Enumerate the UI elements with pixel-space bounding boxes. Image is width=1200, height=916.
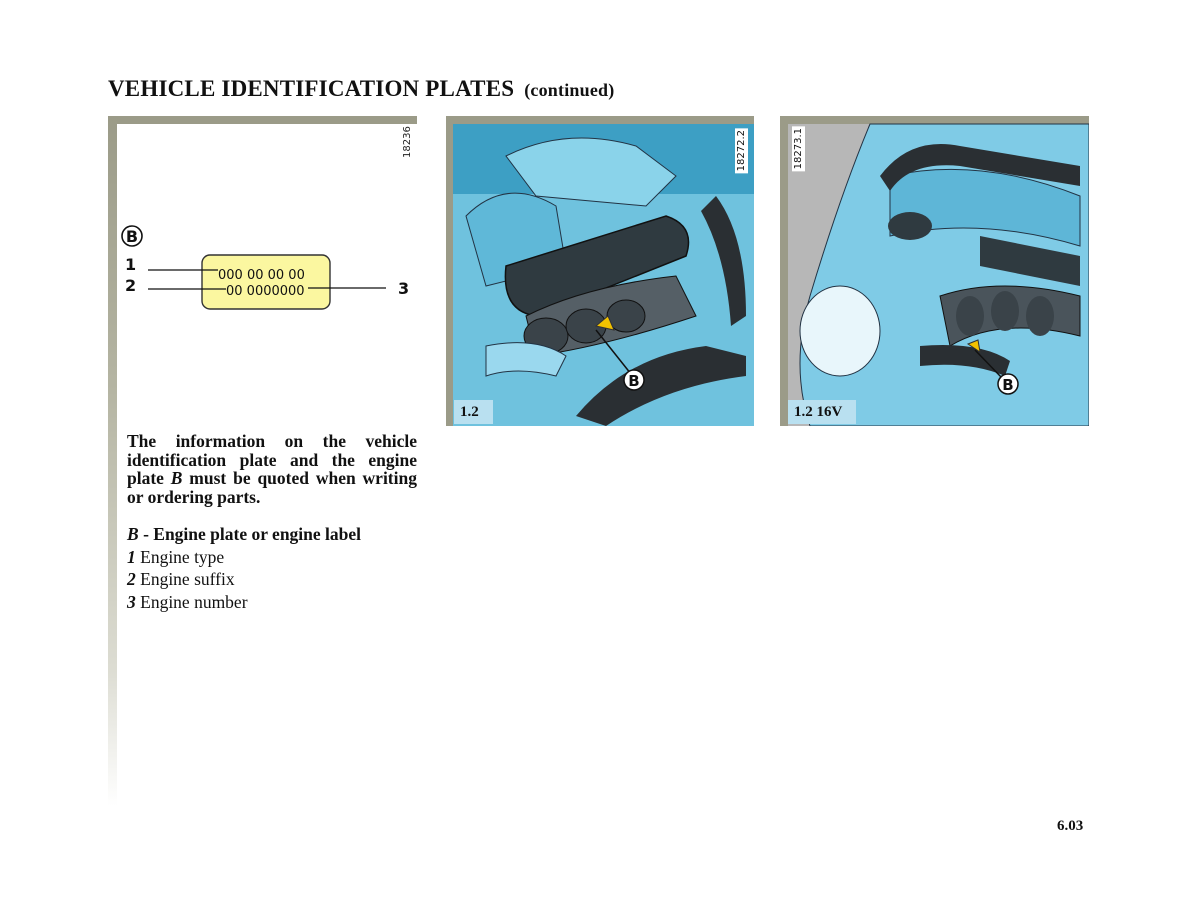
legend-key: 2 <box>127 569 136 589</box>
title-continued: (continued) <box>524 80 615 100</box>
plate-body <box>201 254 331 310</box>
legend-text: Engine type <box>140 546 225 567</box>
plate-line-2: 00 0000000 <box>226 284 305 299</box>
info-paragraph: The information on the vehicle identific… <box>127 432 417 506</box>
column-top-rule <box>108 116 417 124</box>
plate-letter-circle <box>121 225 143 247</box>
legend-text: Engine plate or engine label <box>153 524 362 544</box>
legend: B - Engine plate or engine label 1 Engin… <box>127 523 427 613</box>
engine-illustration-1: B <box>453 124 754 426</box>
diagram-ref: 18236 <box>402 126 413 158</box>
legend-item-b: B - Engine plate or engine label <box>127 523 427 546</box>
page-title: VEHICLE IDENTIFICATION PLATES (continued… <box>108 76 614 102</box>
callout-3: 3 <box>398 279 409 298</box>
legend-item-2: 2 Engine suffix <box>127 568 427 591</box>
photo-1-marker: B <box>628 372 639 390</box>
legend-key: 1 <box>127 546 136 567</box>
paragraph-part-2: must be quoted when writing or ordering … <box>127 468 417 507</box>
photo-1-ref: 18272.2 <box>735 128 748 174</box>
paragraph-part-1: The information on the vehicle identific… <box>127 431 417 489</box>
callout-1: 1 <box>125 255 136 274</box>
legend-key: B <box>127 524 139 544</box>
legend-item-3: 3 Engine number <box>127 591 427 614</box>
legend-text: Engine suffix <box>140 569 235 589</box>
photo-2-ref: 18273.1 <box>792 126 805 172</box>
legend-sep: - <box>138 524 154 544</box>
plate-letter: B <box>126 227 138 246</box>
engine-photo-1-2-16v: B 18273.1 1.2 16V <box>780 116 1089 426</box>
engine-photo-1-2: B 18272.2 1.2 <box>446 116 754 426</box>
paragraph-ref-b: B <box>170 468 183 489</box>
title-main: VEHICLE IDENTIFICATION PLATES <box>108 76 515 101</box>
legend-text: Engine number <box>140 591 248 612</box>
plate-illustration: B 000 00 00 00 00 0000000 1 2 3 <box>121 225 409 310</box>
column-side-bar <box>108 116 117 806</box>
plate-line-1: 000 00 00 00 <box>218 268 305 283</box>
engine-illustration-2: B <box>788 123 1089 426</box>
callout-2: 2 <box>125 276 136 295</box>
page-number: 6.03 <box>1057 818 1084 834</box>
photo-2-marker: B <box>1002 376 1013 394</box>
legend-item-1: 1 Engine type <box>127 546 427 569</box>
legend-key: 3 <box>127 591 136 612</box>
photo-2-label: 1.2 16V <box>788 400 857 424</box>
photo-1-label: 1.2 <box>454 400 493 424</box>
